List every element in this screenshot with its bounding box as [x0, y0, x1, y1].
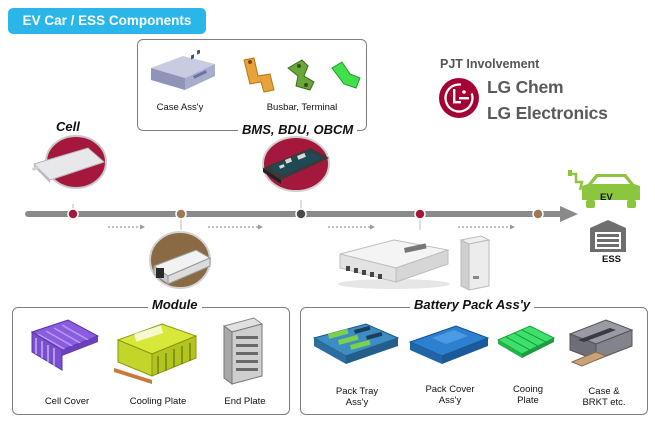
cooing-plate-label: Cooing Plate [496, 384, 560, 406]
battery-pack-image [338, 239, 450, 289]
battery-pack-heading: Battery Pack Ass'y [410, 297, 535, 312]
pack-cover-label-line2: Ass'y [438, 395, 462, 406]
ev-car-icon [568, 170, 640, 208]
case-brkt-label-line2: BRKT etc. [582, 397, 626, 408]
pack-tray-label-line1: Pack Tray [335, 386, 379, 397]
cooing-plate-label-line2: Plate [517, 395, 539, 406]
page-title: EV Car / ESS Components [8, 8, 206, 34]
end-plate-label: End Plate [224, 396, 266, 407]
lg-electronics-text: LG Electronics [487, 103, 608, 123]
ess-label: ESS [602, 254, 622, 265]
pack-cover-label-line1: Pack Cover [425, 384, 475, 395]
end-plate-image [222, 317, 264, 385]
ess-icon [590, 220, 626, 252]
busbar-terminal-label: Busbar, Terminal [266, 102, 338, 113]
cooing-plate-label-line1: Cooing [512, 384, 544, 395]
case-brkt-label-line1: Case & [588, 386, 620, 397]
lg-logo-icon [439, 78, 479, 118]
module-image [149, 231, 212, 289]
bms-heading: BMS, BDU, OBCM [238, 122, 358, 137]
cell-cover-image [30, 319, 100, 371]
pack-cover-image [408, 325, 490, 364]
pack-cover-label: Pack Cover Ass'y [410, 384, 490, 406]
cell-image [32, 135, 107, 189]
bms-board-image [262, 136, 330, 192]
pack-tray-image [312, 323, 400, 364]
case-brkt-image [568, 319, 634, 367]
cooling-plate-label: Cooling Plate [129, 396, 187, 407]
case-assy-image [151, 50, 215, 90]
pack-tray-label-line2: Ass'y [345, 397, 369, 408]
cell-heading: Cell [56, 119, 80, 134]
case-brkt-label: Case & BRKT etc. [566, 386, 642, 408]
busbar-terminal-image [243, 57, 361, 93]
cell-cover-label: Cell Cover [44, 396, 90, 407]
ev-label: EV [600, 192, 613, 203]
module-heading: Module [148, 297, 202, 312]
pack-tray-label: Pack Tray Ass'y [316, 386, 398, 408]
cooling-plate-image [114, 323, 198, 384]
timeline [25, 200, 578, 230]
lg-chem-text: LG Chem [487, 77, 564, 97]
ess-cabinet-image [459, 235, 491, 291]
case-assy-label: Case Ass'y [156, 102, 204, 113]
pjt-heading: PJT Involvement [440, 57, 540, 71]
cooing-plate-image [496, 325, 556, 358]
